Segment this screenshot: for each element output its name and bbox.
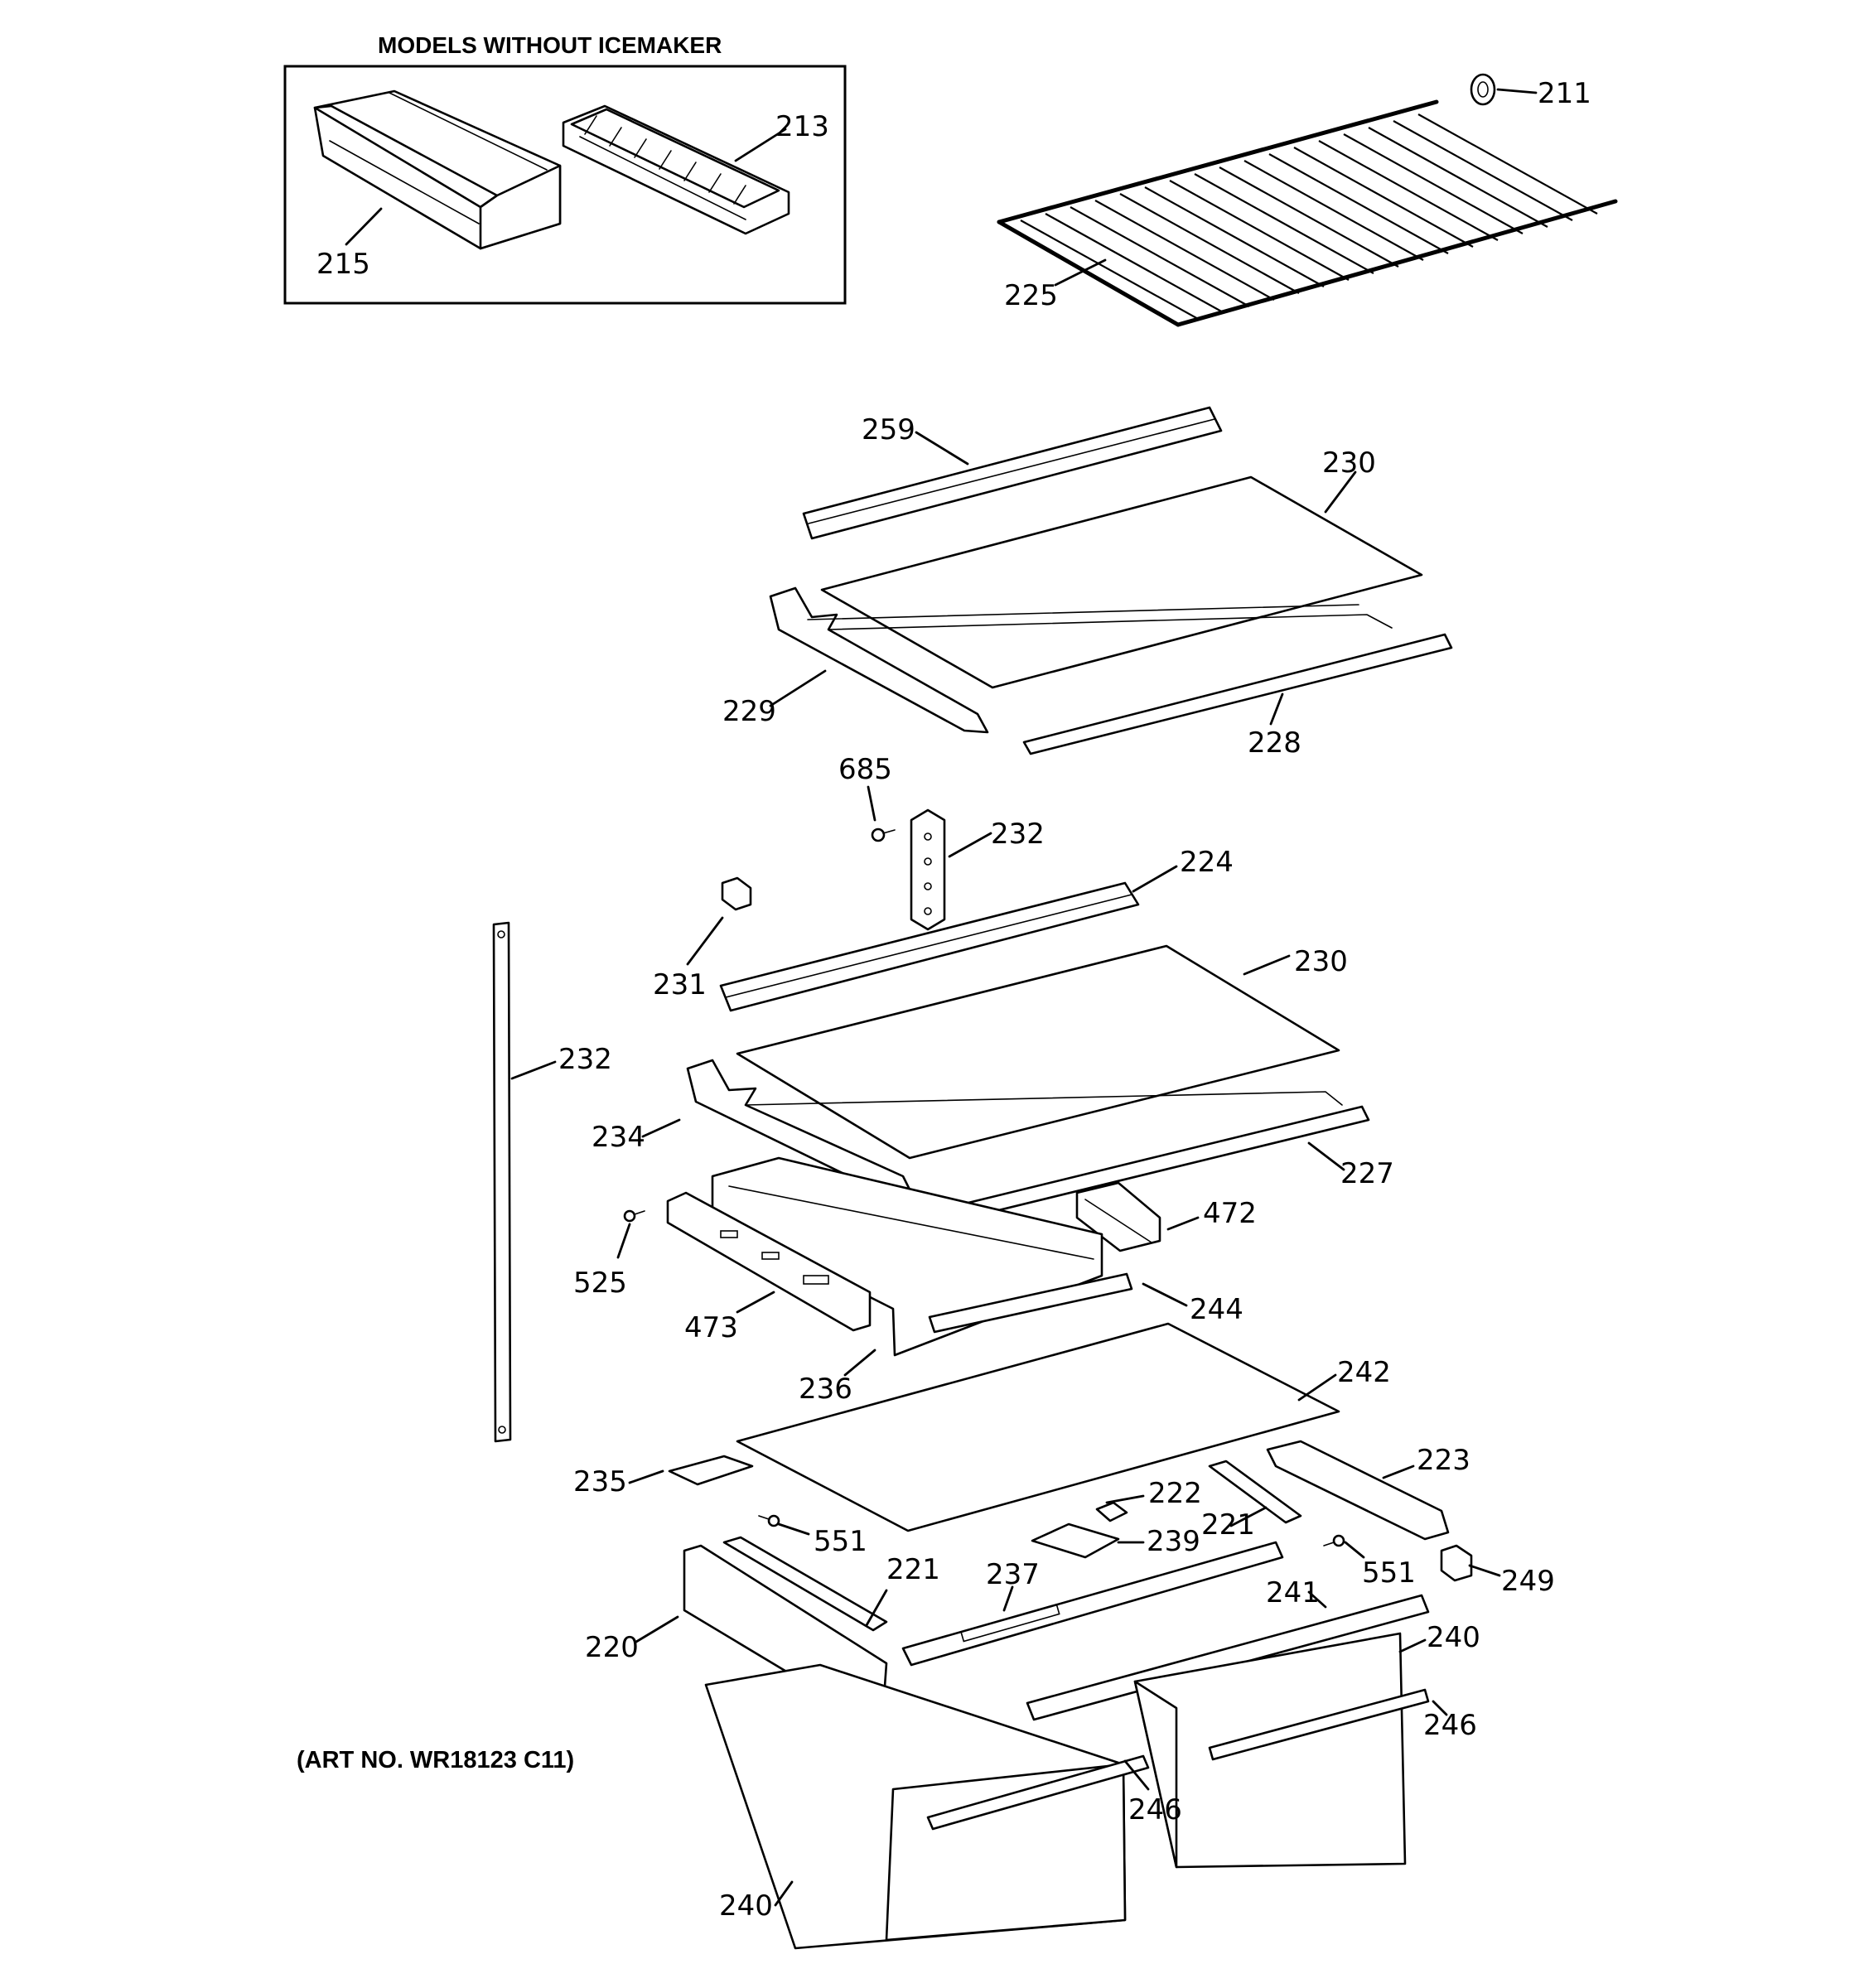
part-229-frame-upper [769, 586, 1393, 734]
label-246-left: 246 [1128, 1793, 1182, 1826]
label-551-right: 551 [1362, 1556, 1416, 1590]
part-224-trim [719, 881, 1140, 1012]
part-232-rail-long [492, 921, 512, 1443]
leader-lines [345, 88, 1538, 1907]
label-225: 225 [1004, 279, 1058, 312]
part-237-cover-front [901, 1541, 1284, 1667]
label-211: 211 [1538, 77, 1591, 110]
label-249: 249 [1501, 1565, 1555, 1598]
label-220: 220 [585, 1631, 639, 1664]
inset-models-without-icemaker: MODELS WITHOUT ICEMAKER [283, 32, 847, 305]
part-213-ice-tray [562, 104, 790, 235]
label-242: 242 [1337, 1356, 1391, 1389]
label-228: 228 [1248, 726, 1301, 760]
label-213: 213 [775, 110, 829, 143]
art-number: (ART NO. WR18123 C11) [297, 1747, 574, 1773]
label-215: 215 [316, 248, 370, 281]
label-224: 224 [1180, 846, 1234, 879]
label-227: 227 [1340, 1157, 1394, 1190]
part-242-glass-lower [736, 1322, 1340, 1532]
label-241: 241 [1266, 1576, 1320, 1609]
label-685: 685 [838, 753, 892, 786]
label-221-left: 221 [886, 1553, 940, 1586]
label-240-left: 240 [719, 1889, 773, 1923]
part-259-trim [802, 406, 1223, 540]
part-244-trim [928, 1272, 1133, 1334]
part-551-screw-left [758, 1514, 780, 1527]
part-221-slide-right [1208, 1460, 1302, 1524]
label-234: 234 [592, 1121, 645, 1154]
part-525-screw [623, 1209, 645, 1223]
part-239-bracket [1031, 1522, 1120, 1559]
part-231-clip [721, 876, 752, 911]
label-232-short: 232 [991, 818, 1045, 851]
part-246-handle-left [926, 1754, 1150, 1831]
part-472-slide [1075, 1181, 1161, 1252]
label-229: 229 [722, 695, 776, 728]
part-246-handle-right [1208, 1688, 1430, 1761]
part-211-bumper [1470, 73, 1496, 106]
part-685-screw [871, 828, 896, 842]
label-472: 472 [1203, 1197, 1257, 1230]
part-215-bin [313, 89, 562, 250]
part-240-drawer-right [1133, 1632, 1407, 1869]
label-259: 259 [862, 413, 915, 446]
part-221-slide-left [722, 1536, 888, 1632]
label-525: 525 [573, 1267, 627, 1300]
part-225-wire-shelf [997, 99, 1618, 327]
part-551-screw-right [1323, 1534, 1345, 1547]
label-246-right: 246 [1423, 1709, 1477, 1742]
label-244: 244 [1190, 1293, 1243, 1326]
part-249-stop [1440, 1544, 1473, 1582]
part-labels: 211 213 215 225 259 230 229 228 685 232 … [316, 77, 1591, 1923]
inset-frame [283, 65, 847, 305]
label-473: 473 [684, 1311, 738, 1344]
label-222: 222 [1148, 1477, 1202, 1510]
part-228-trim [1022, 633, 1453, 755]
label-236: 236 [799, 1373, 852, 1406]
label-240-right: 240 [1427, 1621, 1480, 1654]
label-235: 235 [573, 1465, 627, 1498]
label-221-right: 221 [1201, 1508, 1255, 1542]
label-239: 239 [1147, 1525, 1200, 1558]
part-235-bracket [668, 1455, 754, 1486]
part-234-frame-middle [686, 1059, 1343, 1196]
part-230-glass-upper [820, 475, 1423, 689]
label-230-upper: 230 [1322, 446, 1376, 480]
label-223: 223 [1417, 1444, 1470, 1477]
inset-title: MODELS WITHOUT ICEMAKER [378, 32, 722, 58]
part-232-rail-short [910, 808, 946, 931]
part-230-glass-middle [736, 944, 1340, 1160]
label-551-left: 551 [814, 1525, 867, 1558]
label-230-middle: 230 [1294, 945, 1348, 978]
part-473-slide [666, 1191, 872, 1332]
label-231: 231 [653, 968, 707, 1001]
part-240-drawer-left [704, 1663, 1127, 1950]
part-222-clip [1095, 1501, 1128, 1522]
label-237: 237 [986, 1558, 1040, 1591]
label-232-long: 232 [558, 1043, 612, 1076]
part-223-slide [1266, 1440, 1450, 1541]
part-241-divider [1026, 1594, 1430, 1721]
